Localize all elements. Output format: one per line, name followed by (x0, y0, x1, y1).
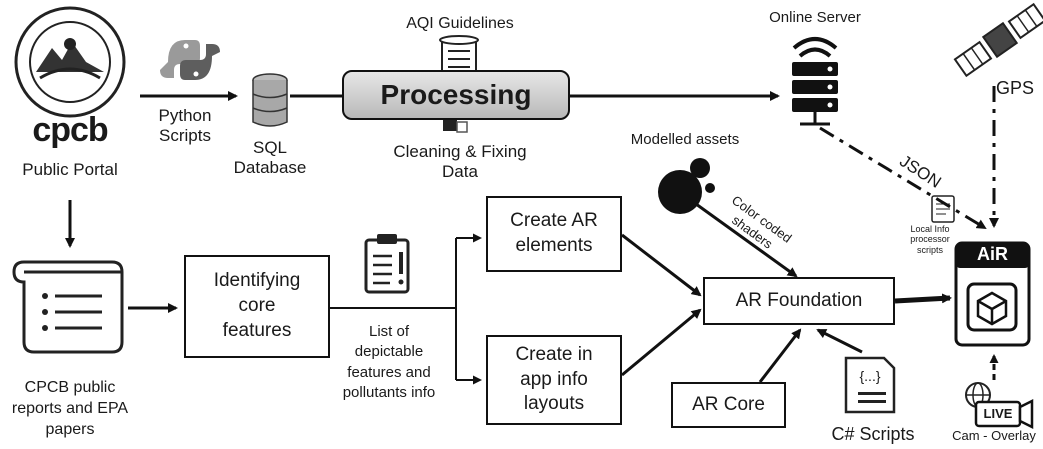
code-braces-label: {...} (859, 368, 881, 384)
edge-foundation-to-air (894, 293, 952, 304)
public-portal-label: Public Portal (22, 160, 118, 179)
create-app-info-box: Create in app info layouts (486, 335, 622, 425)
cleaning-fixing-label: Cleaning & Fixing Data (393, 142, 527, 182)
edge-create-info-to-foundation (621, 308, 702, 377)
cpcb-logo-text: cpcb (32, 111, 108, 149)
processing-node: Processing (342, 70, 570, 120)
sql-database-label: SQL Database (233, 138, 307, 178)
create-ar-elements-box: Create AR elements (486, 196, 622, 272)
edge-csharp-to-foundation (816, 328, 863, 354)
database-icon (252, 73, 288, 127)
cpcb-logo-icon (14, 6, 126, 118)
spheres-icon (658, 158, 715, 214)
edges (65, 86, 999, 385)
cam-overlay-label: Cam - Overlay (952, 428, 1036, 443)
identifying-core-features-box: Identifying core features (184, 255, 330, 358)
cpcb-reports-label: CPCB public reports and EPA papers (11, 379, 129, 438)
csharp-scripts-label: C# Scripts (831, 424, 915, 444)
edge-arcore-to-foundation (758, 328, 802, 383)
python-scripts-label: Python Scripts (158, 106, 212, 146)
ar-core-box: AR Core (671, 382, 786, 428)
edge-create-ar-to-foundation (621, 233, 702, 297)
server-icon (792, 37, 838, 126)
live-camera-icon (965, 382, 1034, 430)
air-app-label: AiR (977, 244, 1008, 264)
clipboard-icon (364, 234, 410, 294)
code-file-icon (844, 356, 896, 414)
modelled-assets-label: Modelled assets (630, 131, 740, 148)
edge-assets-to-foundation (695, 202, 798, 278)
edge-server-to-air (819, 126, 987, 230)
scroll-reports-icon (12, 260, 124, 354)
gps-label: GPS (995, 78, 1034, 98)
satellite-icon (953, 2, 1043, 78)
live-label: LIVE (983, 406, 1013, 421)
ar-foundation-box: AR Foundation (703, 277, 895, 325)
online-server-label: Online Server (769, 9, 861, 26)
list-depictable-label: List of depictable features and pollutan… (342, 323, 436, 401)
local-info-processor-label: Local Info processor scripts (910, 224, 950, 255)
python-logo-icon (160, 40, 220, 80)
local-script-icon (931, 195, 955, 223)
ar-cube-icon (954, 241, 1031, 347)
aqi-guidelines-label: AQI Guidelines (406, 15, 514, 32)
